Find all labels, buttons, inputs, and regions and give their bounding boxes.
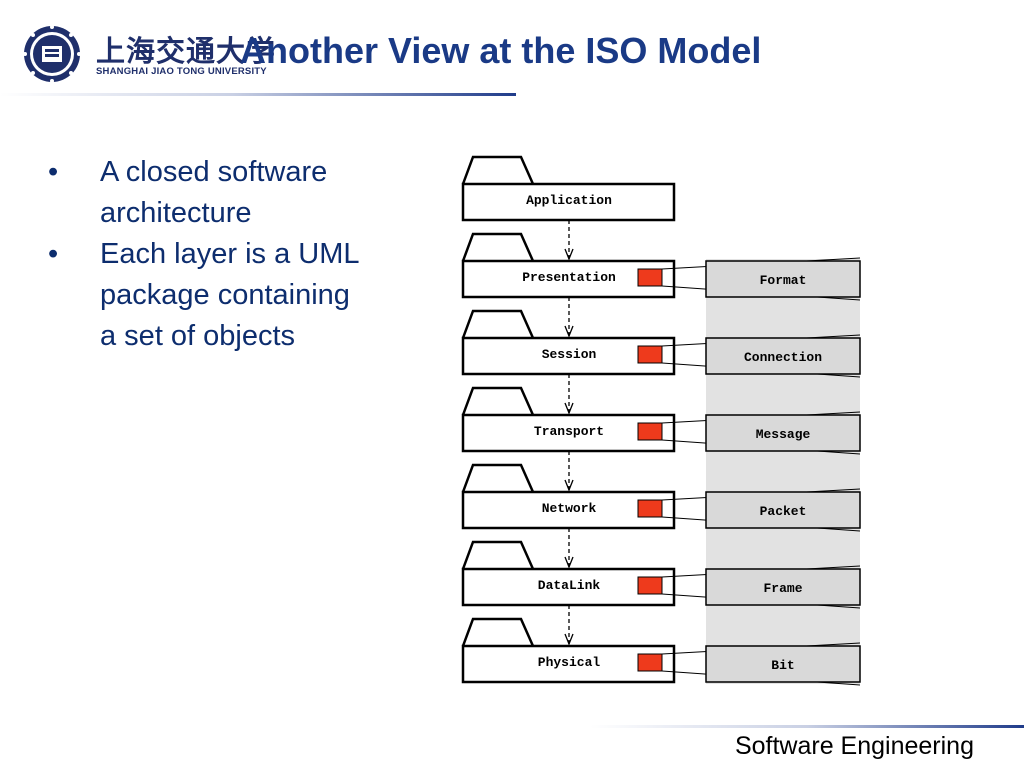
data-object-marker bbox=[637, 653, 663, 672]
bullet-list: • A closed software architecture • Each … bbox=[40, 152, 370, 357]
package-tab bbox=[461, 617, 535, 647]
footer-rule bbox=[590, 725, 1024, 728]
bullet-text: Each layer is a UML package containing a… bbox=[100, 238, 359, 352]
data-unit-box bbox=[705, 568, 861, 606]
data-object-marker bbox=[637, 576, 663, 595]
title-underline bbox=[0, 93, 516, 96]
data-object-marker bbox=[637, 499, 663, 518]
package-tab bbox=[461, 463, 535, 493]
data-unit-box bbox=[705, 260, 861, 298]
layer-label: Session bbox=[542, 347, 597, 362]
package-tab bbox=[461, 232, 535, 262]
data-unit-label: Format bbox=[760, 273, 807, 288]
dependency-arrowhead bbox=[564, 479, 574, 492]
bullet-dot: • bbox=[48, 156, 59, 188]
layer-label: Network bbox=[542, 501, 597, 516]
data-unit-label: Message bbox=[756, 427, 811, 442]
bullet-item: • A closed software architecture bbox=[40, 152, 370, 234]
dependency-arrowhead bbox=[564, 248, 574, 261]
data-unit-box bbox=[705, 414, 861, 452]
package-tab bbox=[461, 155, 535, 185]
data-unit-label: Packet bbox=[760, 504, 807, 519]
data-unit-label: Connection bbox=[744, 350, 822, 365]
layer-label: Presentation bbox=[522, 270, 616, 285]
bullet-text: A closed software architecture bbox=[100, 156, 328, 229]
bullet-item: • Each layer is a UML package containing… bbox=[40, 234, 370, 357]
data-unit-box bbox=[705, 491, 861, 529]
data-unit-label: Bit bbox=[771, 658, 794, 673]
slide-title: Another View at the ISO Model bbox=[240, 30, 762, 71]
layer-label: DataLink bbox=[538, 578, 601, 593]
bullet-dot: • bbox=[48, 238, 59, 270]
dependency-arrowhead bbox=[564, 556, 574, 569]
dependency-arrowhead bbox=[564, 402, 574, 415]
data-unit-box bbox=[705, 337, 861, 375]
logo-english-name: SHANGHAI JIAO TONG UNIVERSITY bbox=[96, 66, 267, 77]
data-unit-column bbox=[706, 259, 860, 684]
package-tab bbox=[461, 540, 535, 570]
layer-label: Application bbox=[526, 193, 612, 208]
logo-chinese-name: 上海交通大学 bbox=[96, 34, 277, 68]
layer-label: Physical bbox=[538, 655, 601, 670]
dependency-arrowhead bbox=[564, 633, 574, 646]
data-object-marker bbox=[637, 268, 663, 287]
dependency-arrowhead bbox=[564, 325, 574, 338]
layer-package bbox=[461, 182, 676, 222]
data-unit-box bbox=[705, 645, 861, 683]
data-object-marker bbox=[637, 422, 663, 441]
university-seal-icon bbox=[23, 25, 81, 83]
package-tab bbox=[461, 309, 535, 339]
footer-text: Software Engineering bbox=[734, 732, 974, 760]
package-tab bbox=[461, 386, 535, 416]
layer-label: Transport bbox=[534, 424, 604, 439]
data-unit-label: Frame bbox=[763, 581, 802, 596]
university-logo: 上海交通大学 SHANGHAI JIAO TONG UNIVERSITY bbox=[22, 22, 275, 83]
data-object-marker bbox=[637, 345, 663, 364]
